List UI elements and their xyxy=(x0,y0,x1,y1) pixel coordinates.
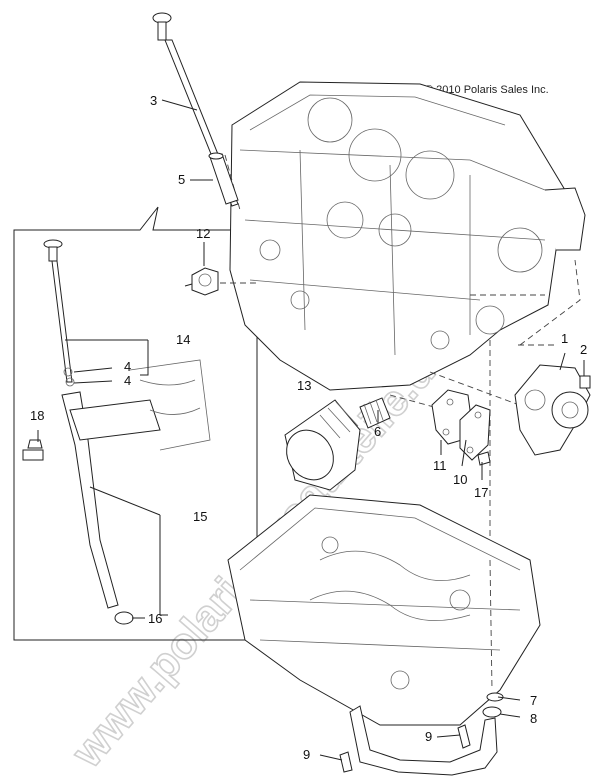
callout-4b: 4 xyxy=(124,373,131,388)
callout-1: 1 xyxy=(561,331,568,346)
callout-14: 14 xyxy=(176,332,190,347)
callout-12: 12 xyxy=(196,226,210,241)
oil-strainer xyxy=(339,692,504,776)
callout-7: 7 xyxy=(530,693,537,708)
callout-6: 6 xyxy=(374,424,381,439)
callout-8: 8 xyxy=(530,711,537,726)
inset-dipstick-assembly xyxy=(22,239,211,625)
gaskets xyxy=(431,389,491,466)
leader-lines xyxy=(37,99,585,761)
detail-inset xyxy=(13,206,258,641)
callout-18: 18 xyxy=(30,408,44,423)
oil-pan xyxy=(227,494,541,726)
callout-17: 17 xyxy=(474,485,488,500)
callout-15: 15 xyxy=(193,509,207,524)
engine-block xyxy=(229,81,586,391)
oil-pressure-switch xyxy=(184,267,219,296)
callout-10: 10 xyxy=(453,472,467,487)
dipstick-tube xyxy=(208,152,239,205)
callout-2: 2 xyxy=(580,342,587,357)
callout-11: 11 xyxy=(433,458,447,473)
callout-13: 13 xyxy=(297,378,311,393)
callout-16: 16 xyxy=(148,611,162,626)
callout-9b: 9 xyxy=(303,747,310,762)
oil-pump xyxy=(514,364,591,456)
relief-spring xyxy=(359,397,391,429)
callouts: 1 2 3 4 4 5 6 7 8 9 9 10 11 12 13 14 15 … xyxy=(30,93,587,762)
copyright-notice: © 2010 Polaris Sales Inc. xyxy=(425,84,549,96)
callout-4a: 4 xyxy=(124,359,131,374)
callout-9a: 9 xyxy=(425,729,432,744)
oil-filter xyxy=(284,399,361,491)
callout-5: 5 xyxy=(178,172,185,187)
callout-3: 3 xyxy=(150,93,157,108)
